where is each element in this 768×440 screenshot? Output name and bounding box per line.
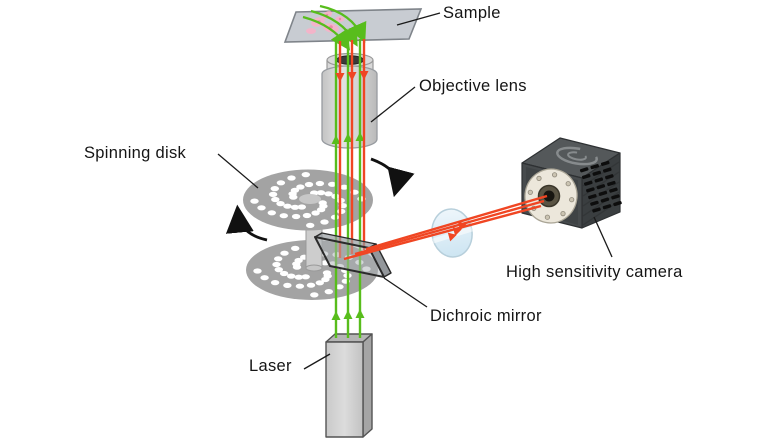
camera-logo-icon <box>556 146 598 166</box>
sample-scan-arrows <box>302 4 367 51</box>
excitation-beams <box>334 39 362 338</box>
emission-arrowheads-down <box>335 71 369 82</box>
rotation-arrow-right <box>370 157 415 198</box>
rotation-arrow-left <box>225 204 268 242</box>
laser-box <box>325 333 373 438</box>
label-camera: High sensitivity camera <box>506 263 683 281</box>
camera <box>521 137 622 229</box>
label-sample: Sample <box>443 4 501 22</box>
label-spinning-disk: Spinning disk <box>84 144 187 162</box>
relay-lens <box>431 208 473 258</box>
label-objective: Objective lens <box>419 77 527 95</box>
leader-lines <box>217 12 613 370</box>
emission-arrowheads-right <box>447 221 467 242</box>
sample-leader-line <box>396 12 441 26</box>
laser-leader-line <box>303 353 331 370</box>
spinning-disk-upper <box>243 169 373 231</box>
objective-lens <box>321 52 378 149</box>
spinning-disk-leader-line <box>217 153 259 189</box>
label-dichroic: Dichroic mirror <box>430 307 542 325</box>
excitation-arrowheads <box>331 132 365 320</box>
camera-leader-line <box>593 216 613 258</box>
emission-beams-to-camera <box>343 194 548 261</box>
camera-mount <box>524 168 578 224</box>
objective-leader-line <box>370 86 416 123</box>
dichroic-leader-line <box>383 277 428 308</box>
camera-vents-icon <box>579 160 622 213</box>
label-laser: Laser <box>249 357 292 375</box>
